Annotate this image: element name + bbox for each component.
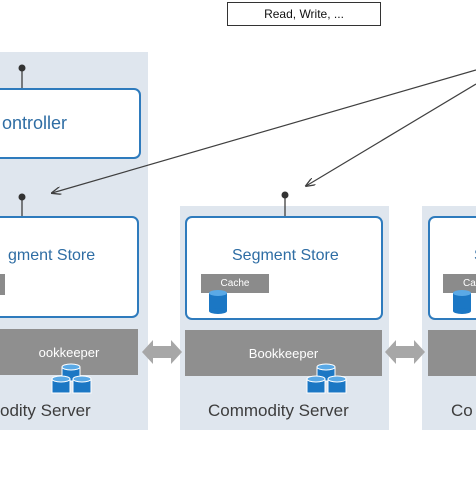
database-stack-icon	[306, 363, 347, 394]
connector-controller	[18, 64, 26, 88]
cache-tag	[0, 274, 5, 295]
server-label-middle: Commodity Server	[208, 401, 349, 420]
controller-box: ontroller	[0, 88, 141, 159]
connector-dot-icon	[18, 64, 26, 72]
request-arrow-middle	[306, 83, 476, 186]
server-label-right: Co	[451, 401, 473, 420]
bookkeeper-bar-right	[428, 330, 476, 376]
double-arrow-icon	[142, 340, 182, 364]
cache-tag: Cache	[201, 274, 269, 293]
bookkeeper-label: ookkeeper	[38, 344, 100, 360]
segment-store-label: gment Store	[8, 247, 96, 264]
double-arrow-icon	[385, 340, 425, 364]
segment-store-box-right: S Ca	[428, 216, 476, 320]
bookkeeper-bar-middle: Bookkeeper	[185, 330, 382, 376]
operations-callout: Read, Write, ...	[227, 2, 381, 26]
connector-store-middle	[281, 191, 289, 216]
segment-store-box-left: gment Store	[0, 216, 139, 318]
request-arrow-left	[52, 69, 476, 193]
segment-store-label: S	[474, 247, 476, 265]
database-icon	[453, 290, 471, 314]
cache-label: Ca	[463, 278, 476, 289]
callout-text: Read, Write, ...	[264, 7, 344, 21]
connector-dot-icon	[18, 193, 26, 201]
segment-store-label: Segment Store	[232, 247, 339, 264]
cache-tag: Ca	[443, 274, 476, 293]
cache-label: Cache	[220, 278, 250, 289]
connector-dot-icon	[281, 191, 289, 199]
server-label-left: odity Server	[0, 401, 91, 420]
controller-label: ontroller	[2, 113, 68, 133]
database-stack-icon	[51, 363, 92, 394]
bookkeeper-label: Bookkeeper	[248, 345, 319, 361]
connector-store-left	[18, 193, 26, 216]
database-icon	[209, 290, 227, 314]
